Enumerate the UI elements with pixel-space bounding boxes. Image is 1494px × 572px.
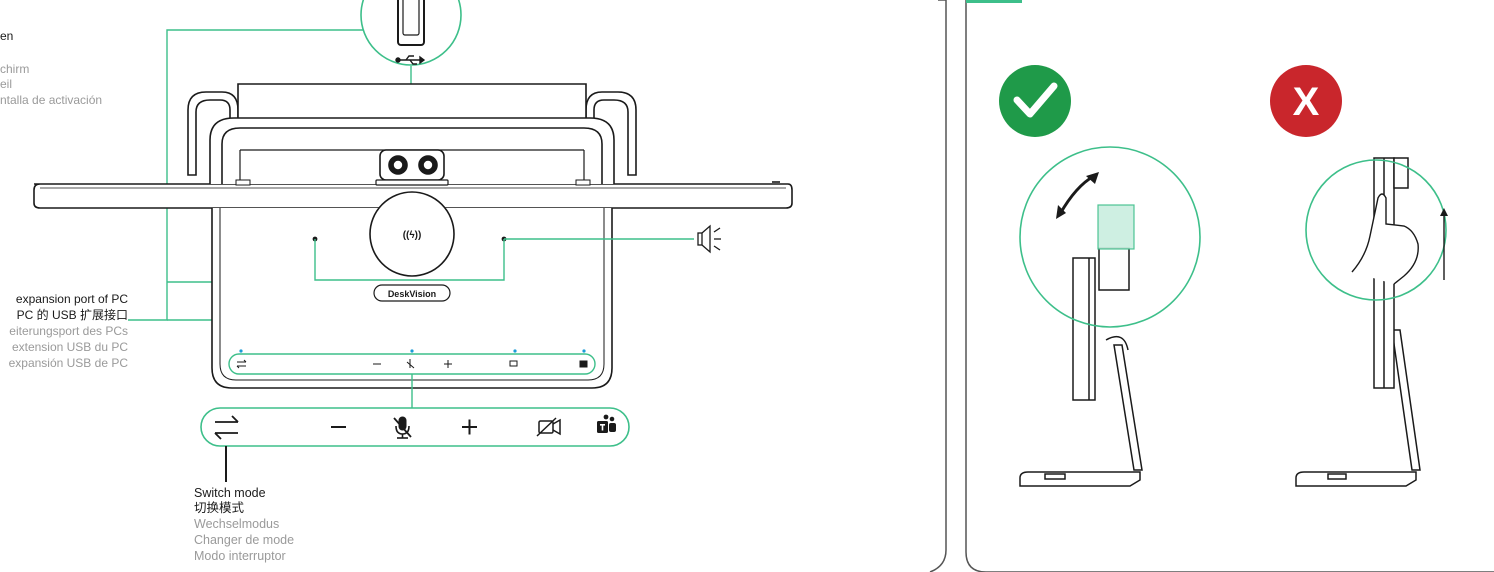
top-label-line-1: en: [0, 29, 13, 43]
top-label-group: en chirm eil ntalla de activación: [0, 29, 102, 107]
switch-mode-line-4: Changer de mode: [194, 533, 294, 547]
plus-icon[interactable]: [462, 419, 477, 435]
usb-label-line-1: expansion port of PC: [16, 292, 128, 306]
mic-mute-icon[interactable]: [393, 416, 412, 439]
teams-icon[interactable]: [597, 414, 616, 433]
control-strip-small: [228, 349, 596, 408]
usb-icon: [395, 55, 426, 65]
switch-mode-icon[interactable]: [214, 415, 239, 440]
brand-label: DeskVision: [388, 289, 436, 299]
right-panel-tab: [966, 0, 1022, 3]
incorrect-monitor-profile: [1295, 157, 1421, 487]
incorrect-badge: X: [1270, 65, 1342, 137]
switch-mode-label-group: Switch mode 切换模式 Wechselmodus Changer de…: [194, 486, 294, 563]
camera-off-icon[interactable]: [536, 417, 561, 437]
camera-assembly: [187, 83, 637, 186]
wireless-charging-icon: ((ϟ)): [403, 230, 422, 241]
switch-mode-line-1: Switch mode: [194, 486, 266, 500]
usb-label-line-4: extension USB du PC: [12, 340, 128, 354]
correct-badge: [999, 65, 1071, 137]
top-label-line-3: eil: [0, 77, 12, 91]
x-icon: X: [1293, 80, 1320, 124]
switch-mode-line-2: 切换模式: [194, 501, 245, 515]
top-label-line-4: ntalla de activación: [0, 93, 102, 107]
top-label-line-2: chirm: [0, 62, 29, 76]
hand-icon: [1351, 193, 1419, 285]
usb-port-zoom: [360, 0, 462, 125]
speaker-callout: [312, 224, 721, 281]
usb-label-line-3: eiterungsport des PCs: [9, 324, 128, 338]
rotate-arrow-icon: [1058, 174, 1095, 215]
usb-callout-lines: [128, 29, 370, 321]
usb-label-line-5: expansión USB de PC: [9, 356, 129, 370]
control-strip-large: [200, 407, 630, 482]
speaker-icon: [697, 224, 721, 254]
usb-expansion-label-group: expansion port of PC PC 的 USB 扩展接口 eiter…: [9, 292, 129, 370]
switch-mode-line-5: Modo interruptor: [194, 549, 286, 563]
check-icon: [1013, 82, 1058, 118]
incorrect-zoom-circle: [1305, 159, 1448, 301]
usb-label-line-2: PC 的 USB 扩展接口: [17, 307, 128, 322]
correct-zoom-circle: [1019, 146, 1201, 328]
left-panel-border: [929, 0, 947, 572]
correct-monitor-profile: [1019, 247, 1143, 487]
switch-mode-line-3: Wechselmodus: [194, 517, 279, 531]
